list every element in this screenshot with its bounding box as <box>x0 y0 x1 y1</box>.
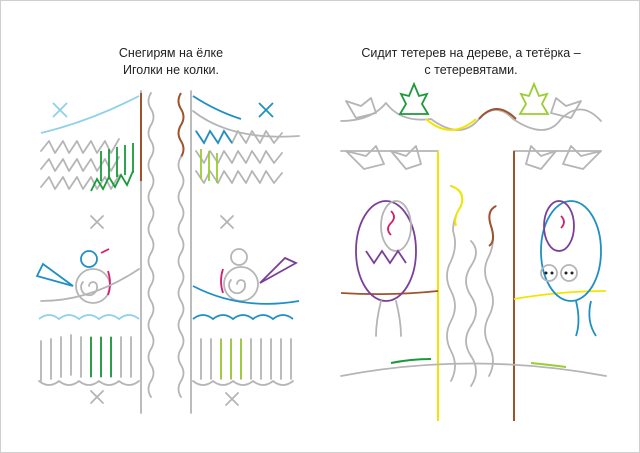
bullfinch-left <box>35 248 111 304</box>
grouse-right <box>540 200 602 337</box>
right-caption-line1: Сидит тетерев на дереве, а тетёрка – <box>361 46 581 60</box>
fir-tree-drawing <box>35 90 300 414</box>
left-caption-line2: Иголки не колки. <box>123 63 219 77</box>
grouse-left <box>355 200 417 337</box>
right-caption-line2: с тетеревятами. <box>424 63 518 77</box>
right-caption: Сидит тетерев на дереве, а тетёрка – с т… <box>341 45 601 79</box>
grouse-tree-drawing <box>340 81 607 421</box>
left-caption: Снегирям на ёлке Иголки не колки. <box>61 45 281 79</box>
bullfinch-right <box>220 248 298 302</box>
left-caption-line1: Снегирям на ёлке <box>118 46 224 60</box>
